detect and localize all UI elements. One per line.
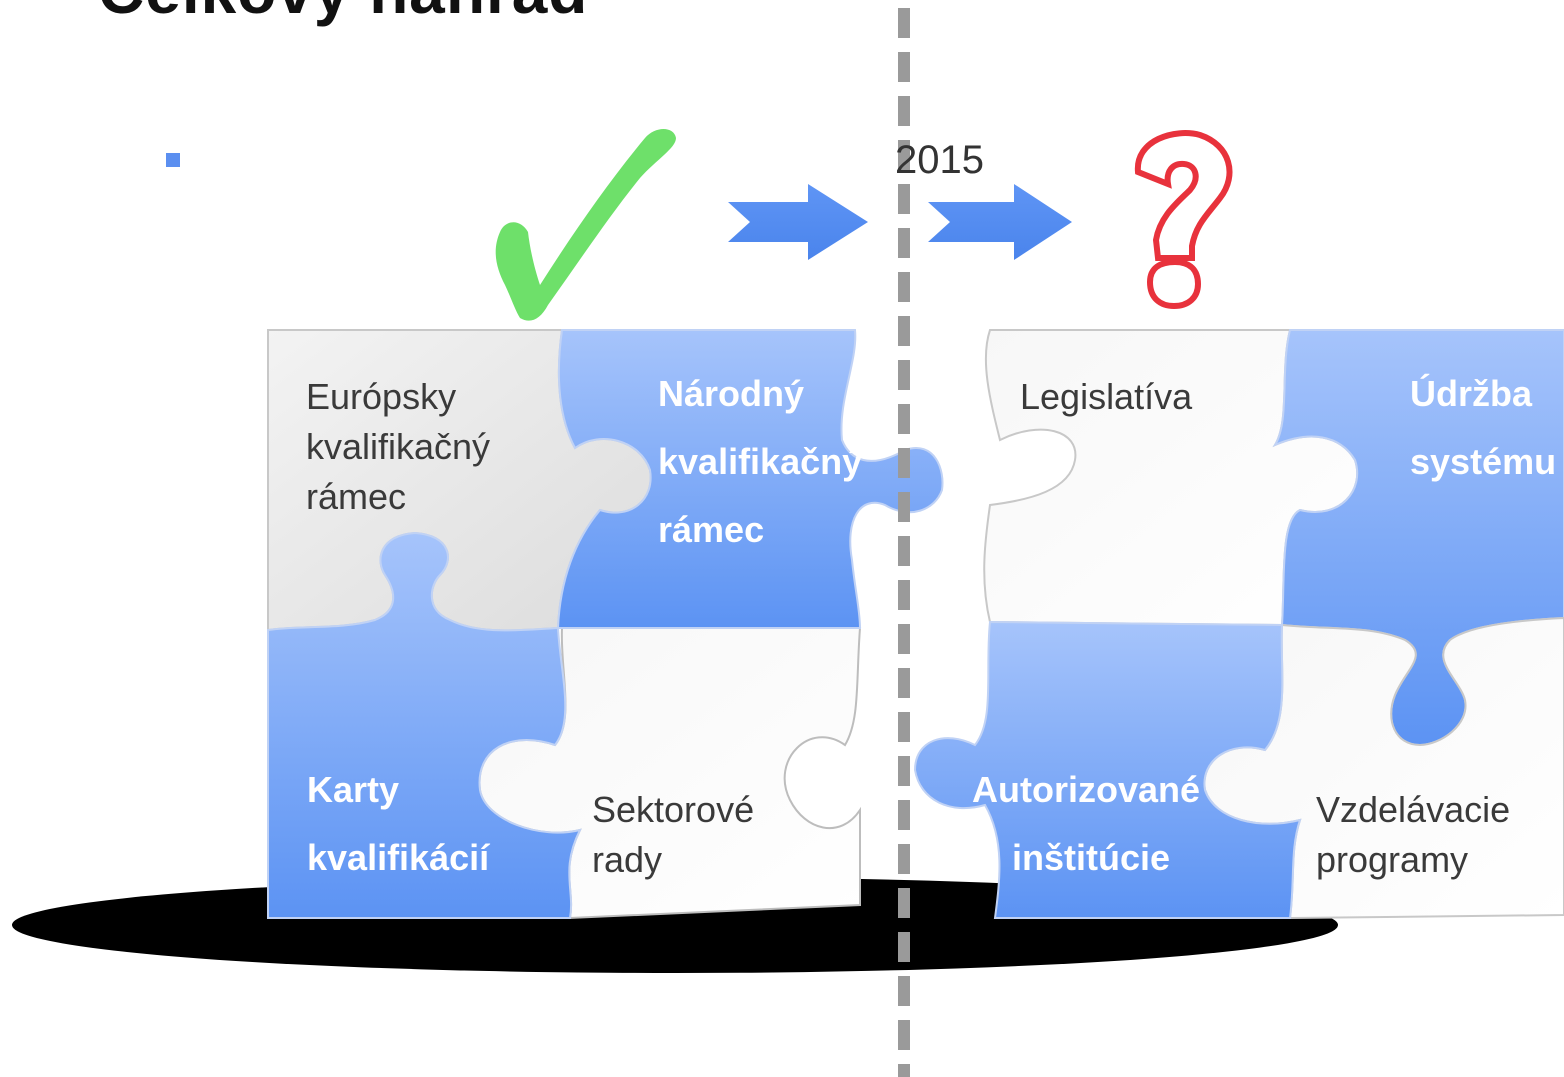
label-programs: Vzdelávacie programy (1316, 785, 1510, 885)
label-line: kvalifikačný (306, 426, 491, 467)
label-line: Karty (307, 769, 400, 810)
label-line: Autorizované (972, 769, 1201, 810)
label-line: Údržba (1410, 373, 1533, 414)
label-line: Sektorové (592, 789, 755, 830)
label-line: Legislatíva (1020, 376, 1193, 417)
label-line: kvalifikácií (307, 837, 490, 878)
label-legislation: Legislatíva (1020, 372, 1192, 422)
year-label: 2015 (895, 138, 984, 182)
label-line: programy (1316, 839, 1469, 880)
right-arrow-icon (928, 184, 1072, 260)
label-line: Európsky (306, 376, 457, 417)
question-mark-icon (1134, 130, 1233, 310)
piece-authorized (913, 620, 1302, 919)
bullet-marker (166, 153, 180, 167)
label-line: systému (1410, 441, 1557, 482)
check-mark-icon (495, 129, 676, 321)
label-line: rady (592, 839, 663, 880)
label-line: Národný (658, 373, 805, 414)
label-line: inštitúcie (1012, 837, 1171, 878)
label-eqf: Európsky kvalifikačný rámec (306, 372, 490, 522)
label-sector: Sektorové rady (592, 785, 754, 885)
label-maintenance: Údržba systému (1410, 360, 1556, 496)
label-nqf: Národný kvalifikačný rámec (658, 360, 862, 564)
label-cards: Karty kvalifikácií (307, 756, 489, 892)
piece-cards (267, 531, 582, 919)
label-line: rámec (658, 509, 765, 550)
slide-title: Celkový náhľad (98, 0, 588, 28)
label-authorized: Autorizované inštitúcie (972, 756, 1200, 892)
right-arrow-icon (728, 184, 868, 260)
piece-nqf (556, 329, 944, 629)
label-line: rámec (306, 476, 407, 517)
label-line: Vzdelávacie (1316, 789, 1511, 830)
label-line: kvalifikačný (658, 441, 863, 482)
